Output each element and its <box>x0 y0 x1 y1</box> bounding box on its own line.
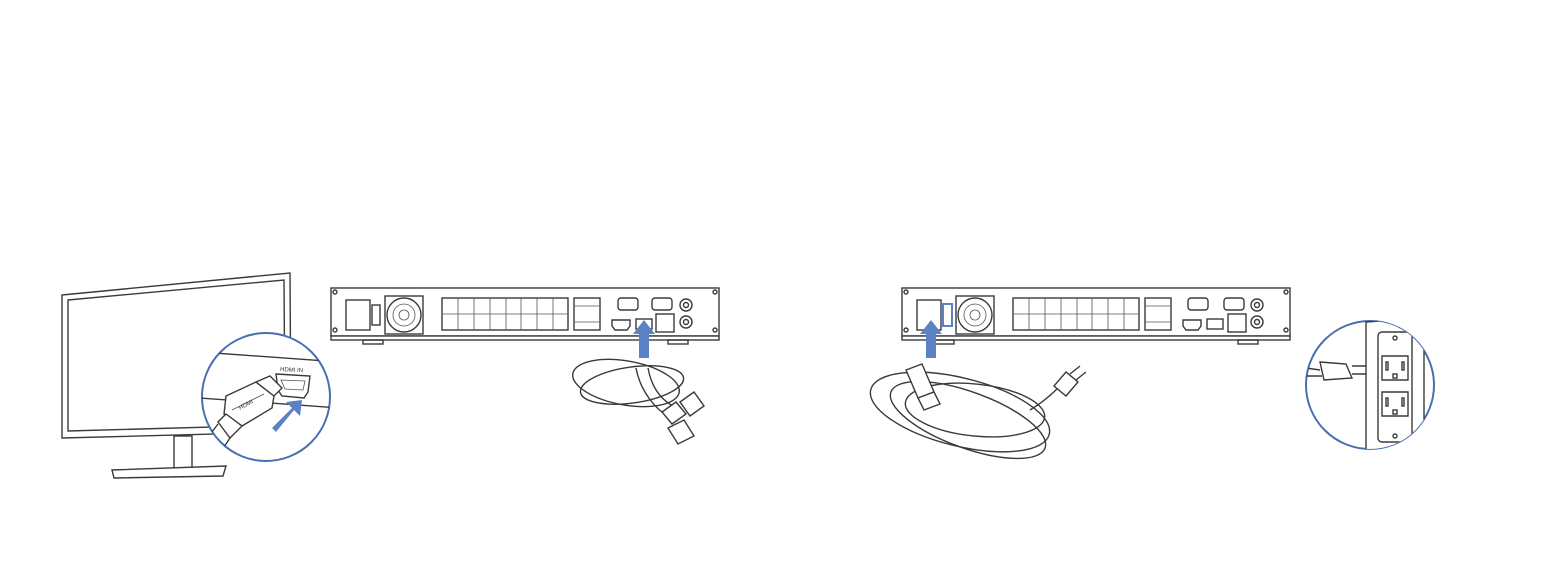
hdmi-in-label: HDMI IN <box>280 367 303 374</box>
wall-outlet-zoom <box>1306 316 1434 454</box>
power-cord-plug <box>1054 366 1086 396</box>
power-cord-connector <box>906 364 940 410</box>
nvr-recorder <box>331 288 719 344</box>
nvr-recorder-power <box>902 288 1290 344</box>
hdmi-cable-end-1 <box>662 392 704 424</box>
power-cord <box>863 357 1086 475</box>
hdmi-port-zoom: HDMI IN HDMI <box>200 333 340 461</box>
wall-outlet <box>1378 332 1412 442</box>
hdmi-cable <box>569 352 704 444</box>
